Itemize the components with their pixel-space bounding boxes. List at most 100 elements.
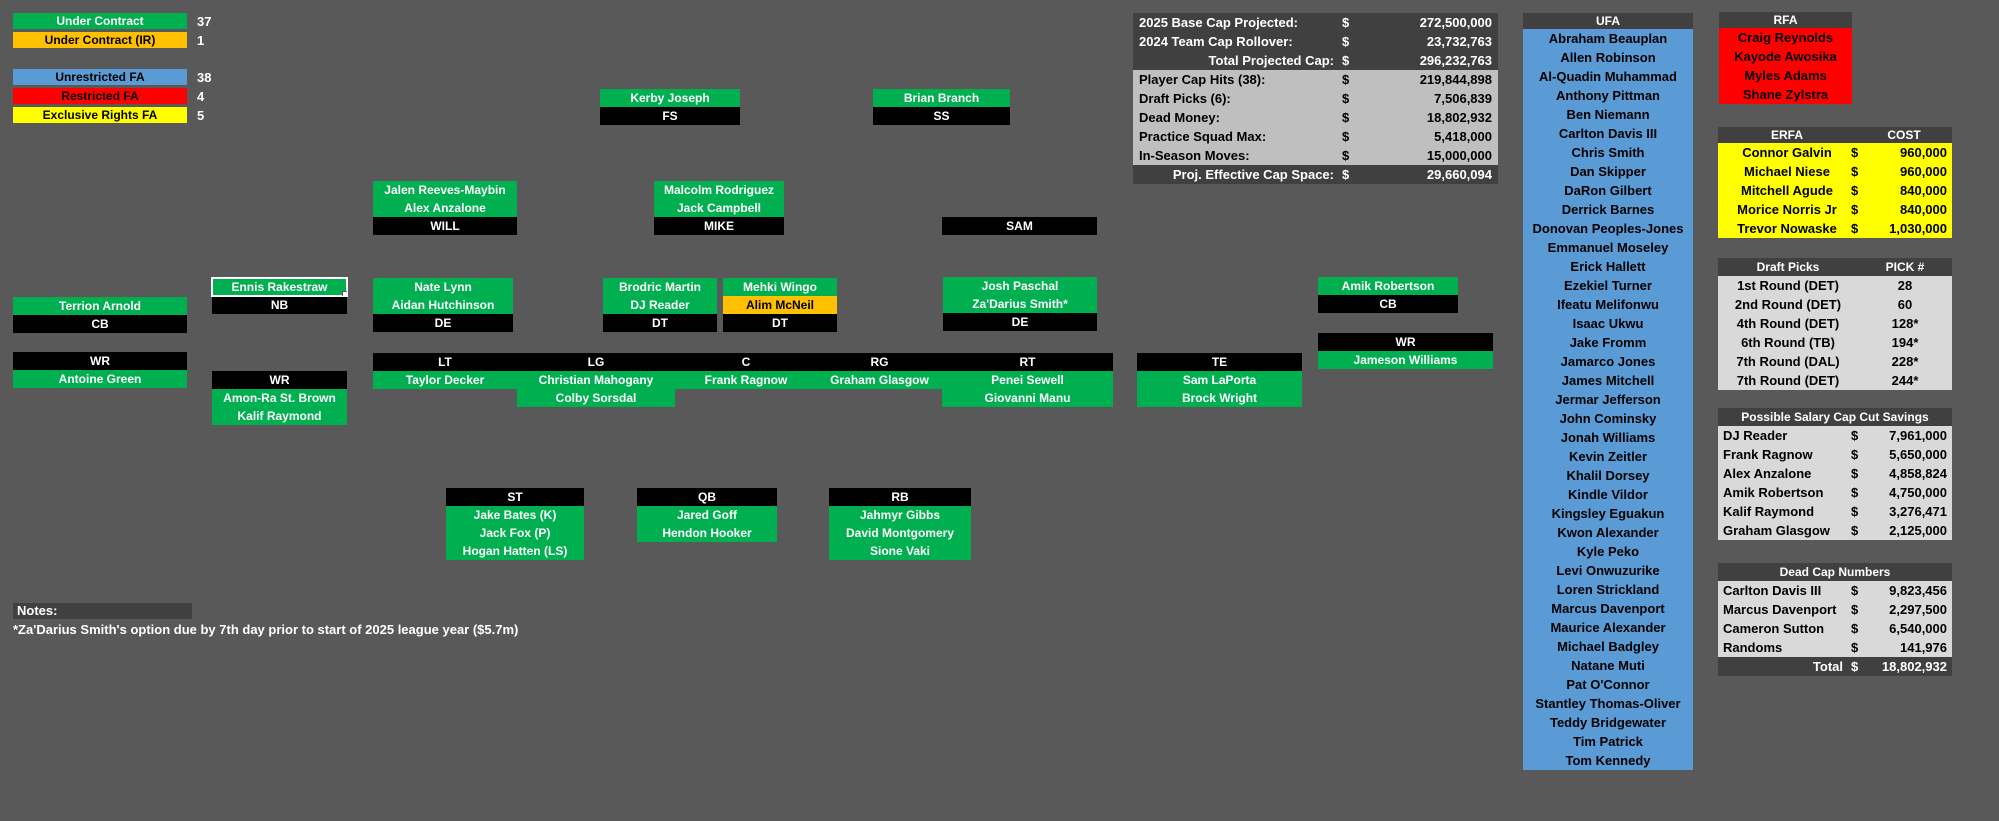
legend-unrestricted-fa[interactable]: Unrestricted FA xyxy=(13,69,187,85)
position-label-cb[interactable]: CB xyxy=(1318,295,1458,313)
player-cell[interactable]: Kerby Joseph xyxy=(600,89,740,107)
ufa-name[interactable]: Kindle Vildor xyxy=(1568,487,1648,502)
ufa-name[interactable]: Derrick Barnes xyxy=(1561,202,1655,217)
ufa-name[interactable]: Chris Smith xyxy=(1571,145,1645,160)
player-cell[interactable]: Alex Anzalone xyxy=(373,199,517,217)
ufa-name[interactable]: Tim Patrick xyxy=(1573,734,1643,749)
cap-row-practice-squad[interactable]: Practice Squad Max: $ 5,418,000 xyxy=(1133,127,1498,146)
legend-under-contract-ir[interactable]: Under Contract (IR) xyxy=(13,32,187,48)
player-cell-rt-backup[interactable]: Giovanni Manu xyxy=(942,389,1113,407)
cap-row-player-cap-hits[interactable]: Player Cap Hits (38): $ 219,844,898 xyxy=(1133,70,1498,89)
position-label-lt[interactable]: LT xyxy=(373,353,517,371)
player-cell[interactable]: Antoine Green xyxy=(13,370,187,388)
legend-restricted-fa-count[interactable]: 4 xyxy=(197,88,205,104)
cap-row-in-season-moves[interactable]: In-Season Moves: $ 15,000,000 xyxy=(1133,146,1498,165)
ufa-name[interactable]: Teddy Bridgewater xyxy=(1549,715,1667,730)
ufa-name[interactable]: Kwon Alexander xyxy=(1557,525,1659,540)
player-cell[interactable]: Jalen Reeves-Maybin xyxy=(373,181,517,199)
position-label-st[interactable]: ST xyxy=(446,488,584,506)
position-label-de[interactable]: DE xyxy=(373,314,513,332)
player-cell[interactable]: Brian Branch xyxy=(873,89,1010,107)
cap-row-dead-money[interactable]: Dead Money: $ 18,802,932 xyxy=(1133,108,1498,127)
ufa-name[interactable]: Kevin Zeitler xyxy=(1568,449,1648,464)
position-label-te[interactable]: TE xyxy=(1137,353,1302,371)
ufa-name[interactable]: Jermar Jefferson xyxy=(1555,392,1661,407)
draft-pick-row[interactable]: 4th Round (DET) 128* xyxy=(1718,314,1952,333)
position-label-lg[interactable]: LG xyxy=(517,353,675,371)
legend-under-contract[interactable]: Under Contract xyxy=(13,13,187,29)
ufa-name[interactable]: Carlton Davis III xyxy=(1558,126,1658,141)
player-cell[interactable]: Penei Sewell xyxy=(942,371,1113,389)
player-cell[interactable]: Taylor Decker xyxy=(373,371,517,389)
player-cell[interactable]: Hendon Hooker xyxy=(637,524,777,542)
rfa-name[interactable]: Myles Adams xyxy=(1744,68,1827,83)
erfa-row[interactable]: Mitchell Agude $ 840,000 xyxy=(1718,181,1952,200)
ufa-name[interactable]: Ben Niemann xyxy=(1566,107,1650,122)
player-cell[interactable]: Jack Fox (P) xyxy=(446,524,584,542)
erfa-header[interactable]: ERFA COST xyxy=(1718,127,1952,143)
ufa-name[interactable]: Erick Hallett xyxy=(1570,259,1646,274)
erfa-row[interactable]: Michael Niese $ 960,000 xyxy=(1718,162,1952,181)
position-label-sam[interactable]: SAM xyxy=(942,217,1097,235)
ufa-name[interactable]: Allen Robinson xyxy=(1560,50,1656,65)
player-cell[interactable]: Brock Wright xyxy=(1137,389,1302,407)
notes-header[interactable]: Notes: xyxy=(13,603,192,619)
ufa-name[interactable]: Anthony Pittman xyxy=(1556,88,1660,103)
player-cell[interactable]: Josh Paschal xyxy=(943,277,1097,295)
ufa-name[interactable]: Tom Kennedy xyxy=(1565,753,1651,768)
dead-cap-row[interactable]: Marcus Davenport $ 2,297,500 xyxy=(1718,600,1952,619)
position-label-cb[interactable]: CB xyxy=(13,315,187,333)
erfa-row[interactable]: Connor Galvin $ 960,000 xyxy=(1718,143,1952,162)
player-cell-lg-backup[interactable]: Colby Sorsdal xyxy=(517,389,675,407)
legend-under-contract-ir-count[interactable]: 1 xyxy=(197,32,205,48)
player-cell[interactable]: Mehki Wingo xyxy=(723,278,837,296)
cut-savings-row[interactable]: DJ Reader $ 7,961,000 xyxy=(1718,426,1952,445)
position-label-de[interactable]: DE xyxy=(943,313,1097,331)
legend-exclusive-rights-fa[interactable]: Exclusive Rights FA xyxy=(13,107,187,123)
draft-picks-header[interactable]: Draft Picks PICK # xyxy=(1718,258,1952,276)
dead-cap-row[interactable]: Carlton Davis III $ 9,823,456 xyxy=(1718,581,1952,600)
position-label-dt[interactable]: DT xyxy=(723,314,837,332)
ufa-name[interactable]: Kyle Peko xyxy=(1576,544,1640,559)
player-cell[interactable]: Jared Goff xyxy=(637,506,777,524)
cut-savings-row[interactable]: Alex Anzalone $ 4,858,824 xyxy=(1718,464,1952,483)
position-label-c[interactable]: C xyxy=(675,353,817,371)
player-cell[interactable]: David Montgomery xyxy=(829,524,971,542)
player-cell[interactable]: Amik Robertson xyxy=(1318,277,1458,295)
player-cell[interactable]: Terrion Arnold xyxy=(13,297,187,315)
cap-row-base-cap[interactable]: 2025 Base Cap Projected: $ 272,500,000 xyxy=(1133,13,1498,32)
player-cell[interactable]: Aidan Hutchinson xyxy=(373,296,513,314)
player-cell[interactable]: Jake Bates (K) xyxy=(446,506,584,524)
draft-pick-row[interactable]: 1st Round (DET) 28 xyxy=(1718,276,1952,295)
ufa-name[interactable]: Marcus Davenport xyxy=(1551,601,1665,616)
ufa-name[interactable]: Maurice Alexander xyxy=(1550,620,1666,635)
player-cell-injured-reserve[interactable]: Alim McNeil xyxy=(723,296,837,314)
rfa-name[interactable]: Shane Zylstra xyxy=(1742,87,1829,102)
dead-cap-total-row[interactable]: Total $ 18,802,932 xyxy=(1718,657,1952,676)
dead-cap-row[interactable]: Cameron Sutton $ 6,540,000 xyxy=(1718,619,1952,638)
player-cell[interactable]: Amon-Ra St. Brown xyxy=(212,389,347,407)
draft-pick-row[interactable]: 6th Round (TB) 194* xyxy=(1718,333,1952,352)
cap-row-effective-cap-space[interactable]: Proj. Effective Cap Space: $ 29,660,094 xyxy=(1133,165,1498,184)
player-cell[interactable]: Jahmyr Gibbs xyxy=(829,506,971,524)
ufa-name[interactable]: Emmanuel Moseley xyxy=(1547,240,1669,255)
rfa-header[interactable]: RFA xyxy=(1719,12,1852,28)
player-cell[interactable]: Frank Ragnow xyxy=(675,371,817,389)
player-cell[interactable]: Sam LaPorta xyxy=(1137,371,1302,389)
player-cell-selected[interactable]: Ennis Rakestraw xyxy=(211,277,348,297)
player-cell[interactable]: Za'Darius Smith* xyxy=(943,295,1097,313)
draft-pick-row[interactable]: 7th Round (DET) 244* xyxy=(1718,371,1952,390)
legend-restricted-fa[interactable]: Restricted FA xyxy=(13,88,187,104)
player-cell[interactable]: Malcolm Rodriguez xyxy=(654,181,784,199)
ufa-name[interactable]: Abraham Beauplan xyxy=(1548,31,1668,46)
player-cell[interactable]: Christian Mahogany xyxy=(517,371,675,389)
ufa-name[interactable]: James Mitchell xyxy=(1561,373,1655,388)
draft-pick-row[interactable]: 2nd Round (DET) 60 xyxy=(1718,295,1952,314)
position-label-nb[interactable]: NB xyxy=(212,296,347,314)
ufa-name[interactable]: Ezekiel Turner xyxy=(1564,278,1652,293)
rfa-name[interactable]: Kayode Awosika xyxy=(1734,49,1837,64)
ufa-name[interactable]: Dan Skipper xyxy=(1570,164,1646,179)
ufa-name[interactable]: Michael Badgley xyxy=(1557,639,1659,654)
ufa-header[interactable]: UFA xyxy=(1523,13,1693,29)
ufa-name[interactable]: Levi Onwuzurike xyxy=(1556,563,1660,578)
